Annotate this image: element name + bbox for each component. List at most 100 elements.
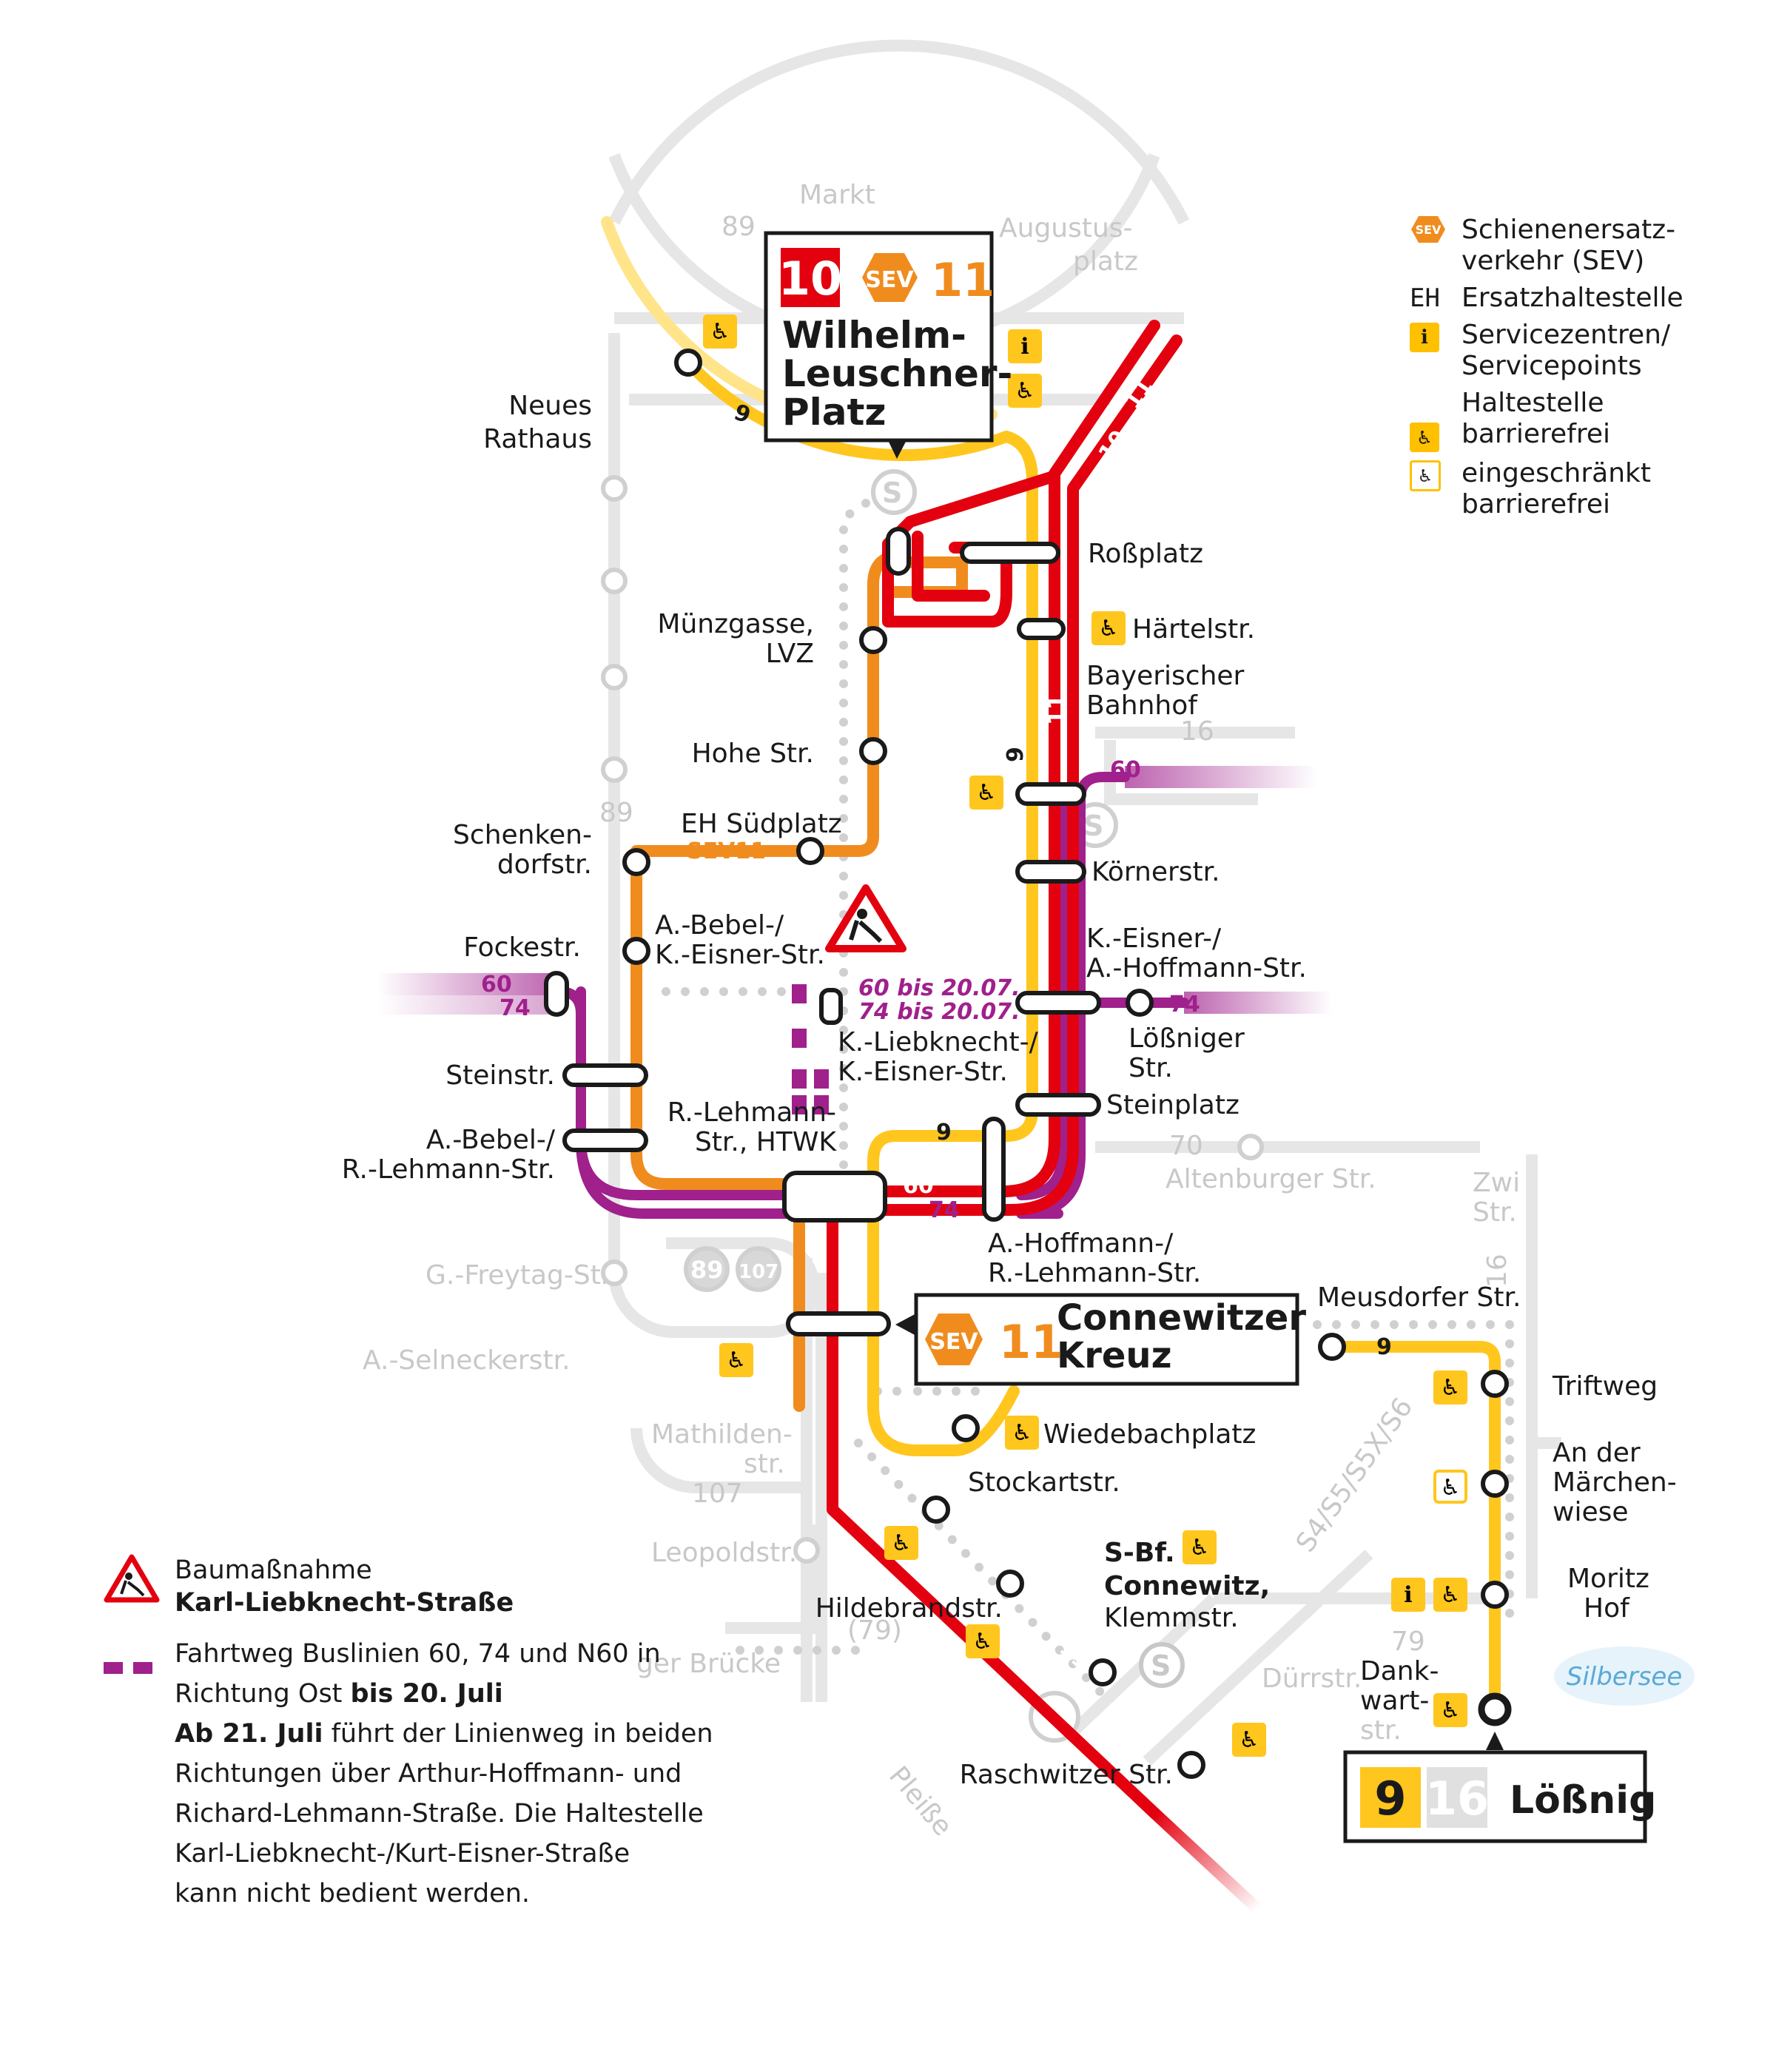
wheelchair-icon: ♿: [1410, 423, 1439, 452]
svg-text:Härtelstr.: Härtelstr.: [1132, 614, 1255, 645]
svg-text:G.-Freytag-Str.: G.-Freytag-Str.: [426, 1260, 618, 1291]
svg-text:Hildebrandstr.: Hildebrandstr.: [815, 1593, 1003, 1624]
svg-text:♿: ♿: [1441, 1475, 1461, 1501]
svg-text:89: 89: [722, 212, 756, 242]
construction-warning-icon: [104, 1554, 175, 1615]
svg-text:Mathilden-: Mathilden-: [651, 1419, 793, 1450]
wheelchair-icon: ♿: [969, 776, 1003, 810]
callout-loessnig: 9 16 Lößnig: [1343, 1732, 1656, 1843]
svg-text:♿: ♿: [1441, 1582, 1461, 1608]
svg-text:Dank-: Dank-: [1360, 1656, 1439, 1686]
sev-hexagon-icon: SEV: [1410, 215, 1462, 252]
svg-text:SEV11: SEV11: [687, 838, 766, 864]
svg-text:107: 107: [739, 1261, 778, 1283]
svg-text:Silbersee: Silbersee: [1567, 1662, 1683, 1692]
svg-text:Altenburger Str.: Altenburger Str.: [1166, 1164, 1376, 1194]
svg-text:Neues: Neues: [508, 391, 592, 421]
svg-text:LVZ: LVZ: [766, 639, 814, 669]
ghost-stop-107: [736, 1246, 781, 1292]
svg-text:K.-Eisner-Str.: K.-Eisner-Str.: [838, 1057, 1008, 1087]
svg-text:Kreuz: Kreuz: [1057, 1335, 1172, 1376]
svg-text:Leuschner-: Leuschner-: [782, 352, 1012, 395]
svg-text:♿: ♿: [1441, 1698, 1461, 1723]
svg-text:11: 11: [931, 253, 995, 307]
svg-text:Bahnhof: Bahnhof: [1086, 690, 1198, 721]
svg-text:wart-: wart-: [1360, 1686, 1429, 1716]
line-10-11: [827, 320, 1183, 1819]
svg-text:11: 11: [1044, 694, 1070, 725]
line-labels: 9 9 9 9 11 10 11 11 60 60 74 74 60 74 60…: [481, 374, 1392, 1675]
svg-text:♿: ♿: [892, 1530, 912, 1556]
wheelchair-icon: ♿: [1433, 1693, 1467, 1727]
svg-text:Str., HTWK: Str., HTWK: [695, 1127, 837, 1157]
svg-text:Augustus-: Augustus-: [999, 213, 1133, 243]
svg-text:K.-Eisner-Str.: K.-Eisner-Str.: [655, 940, 825, 970]
terminus-loessnig: [1478, 1692, 1512, 1726]
svg-text:A.-Hoffmann-Str.: A.-Hoffmann-Str.: [1086, 953, 1307, 983]
svg-text:Platz: Platz: [782, 391, 887, 434]
wheelchair-icon: ♿: [1005, 1416, 1039, 1450]
svg-text:Steinplatz: Steinplatz: [1106, 1090, 1240, 1120]
svg-text:Connewitzer: Connewitzer: [1057, 1297, 1306, 1339]
callout-leuschner-platz: 10 SEV 11 Wilhelm- Leuschner- Platz: [764, 231, 1012, 459]
svg-text:Wilhelm-: Wilhelm-: [782, 314, 966, 357]
svg-text:Körnerstr.: Körnerstr.: [1092, 857, 1220, 887]
svg-text:16: 16: [1425, 1772, 1489, 1826]
svg-text:Dürrstr.: Dürrstr.: [1262, 1664, 1362, 1694]
svg-text:A.-Bebel-/: A.-Bebel-/: [655, 910, 784, 941]
wheelchair-icon: ♿: [1433, 1578, 1467, 1612]
svg-text:9: 9: [1374, 1772, 1406, 1826]
svg-text:Hof: Hof: [1584, 1593, 1630, 1624]
svg-text:11: 11: [1054, 1635, 1094, 1675]
svg-text:♿: ♿: [1012, 1420, 1032, 1446]
svg-text:Str.: Str.: [1473, 1197, 1517, 1228]
svg-text:♿: ♿: [710, 319, 730, 345]
svg-text:9: 9: [936, 1120, 952, 1146]
svg-text:♿: ♿: [1015, 378, 1035, 404]
wheelchair-icon: ♿: [966, 1624, 1000, 1658]
wheelchair-icon: ♿: [1433, 1370, 1467, 1405]
svg-text:Connewitz,: Connewitz,: [1104, 1571, 1270, 1601]
svg-text:S: S: [1151, 1649, 1171, 1682]
svg-text:9: 9: [1003, 747, 1029, 762]
legend: SEV Schienenersatz-verkehr (SEV) EH Ersa…: [1410, 215, 1750, 526]
service-point-icon: ℹ: [1410, 323, 1439, 352]
wheelchair-icon: ♿: [719, 1343, 753, 1377]
svg-text:S4/S5/S5X/S6: S4/S5/S5X/S6: [1291, 1393, 1419, 1558]
wheelchair-icon: ♿: [884, 1526, 918, 1560]
svg-text:SEV: SEV: [1416, 223, 1442, 237]
svg-text:S-Bf.: S-Bf.: [1104, 1538, 1175, 1568]
ghost-stops: 79 89 107 S: [601, 475, 1264, 1743]
svg-text:A.-Selneckerstr.: A.-Selneckerstr.: [363, 1345, 571, 1376]
svg-text:Lößniger: Lößniger: [1128, 1023, 1245, 1054]
svg-text:S: S: [882, 477, 902, 509]
svg-text:♿: ♿: [973, 1629, 993, 1655]
svg-text:Leopoldstr.: Leopoldstr.: [651, 1538, 797, 1568]
svg-text:SEV: SEV: [929, 1329, 978, 1355]
svg-text:9: 9: [1376, 1334, 1392, 1360]
svg-text:Münzgasse,: Münzgasse,: [657, 609, 814, 639]
ghost-stop-89: [684, 1246, 730, 1292]
svg-text:♿: ♿: [1441, 1375, 1461, 1401]
svg-text:Meusdorfer Str.: Meusdorfer Str.: [1317, 1282, 1521, 1313]
svg-text:70: 70: [1169, 1131, 1203, 1161]
callout-connewitzer-kreuz: SEV 11 Connewitzer Kreuz: [895, 1293, 1306, 1386]
wheelchair-icon: ♿: [1232, 1723, 1266, 1757]
wheelchair-icon: ♿: [1092, 611, 1126, 645]
svg-text:K.-Liebknecht-/: K.-Liebknecht-/: [838, 1027, 1039, 1057]
svg-text:10: 10: [778, 252, 842, 306]
svg-text:Stockartstr.: Stockartstr.: [968, 1467, 1120, 1498]
svg-text:74: 74: [1169, 992, 1200, 1018]
svg-text:An der: An der: [1553, 1438, 1641, 1468]
svg-text:Rathaus: Rathaus: [483, 424, 592, 454]
purple-dash-icon: [104, 1634, 175, 1687]
svg-text:Markt: Markt: [799, 180, 875, 210]
svg-text:Lößnig: Lößnig: [1510, 1778, 1656, 1823]
svg-text:(79): (79): [847, 1615, 902, 1646]
svg-text:str.: str.: [744, 1449, 785, 1479]
wheelchair-icon: ♿: [1008, 374, 1042, 408]
